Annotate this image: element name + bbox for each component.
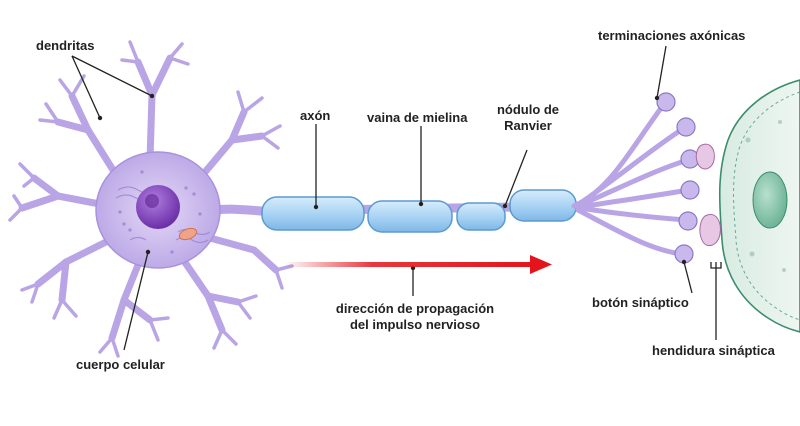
label-nodulo-line-2: Ranvier xyxy=(504,118,552,133)
red-arrow-right xyxy=(284,255,552,274)
label-terminaciones-axonicas: terminaciones axónicas xyxy=(598,28,746,43)
label-nodulo-line-1: nódulo de xyxy=(496,102,560,117)
label-direccion-line-1: dirección de propagación xyxy=(335,301,495,316)
label-hendidura-sinaptica: hendidura sináptica xyxy=(652,343,775,358)
dendrites xyxy=(8,40,294,358)
synaptic-knobs xyxy=(656,92,700,264)
myelin-segment xyxy=(261,196,365,231)
myelin-segment xyxy=(456,202,506,231)
myelin-sheath xyxy=(261,189,577,233)
nucleus xyxy=(136,185,180,229)
nucleolus xyxy=(145,194,159,208)
label-nodulo-de-ranvier: nódulo de Ranvier xyxy=(496,102,560,134)
label-axon: axón xyxy=(300,108,331,123)
label-direccion-de-propagacion: dirección de propagación del impulso ner… xyxy=(330,301,500,333)
label-vaina-de-mielina: vaina de mielina xyxy=(367,110,468,125)
label-boton-sinaptico: botón sináptico xyxy=(592,295,689,310)
label-direccion-line-2: del impulso nervioso xyxy=(349,317,481,332)
myelin-segment xyxy=(367,200,453,233)
axon-terminals xyxy=(571,101,691,257)
label-dendritas: dendritas xyxy=(36,38,95,53)
myelin-segment xyxy=(509,189,577,222)
leader-lines xyxy=(71,45,722,351)
target-nucleus xyxy=(752,171,788,229)
label-cuerpo-celular: cuerpo celular xyxy=(76,357,165,372)
mitochondrion xyxy=(178,227,198,241)
ribosomes xyxy=(118,170,202,254)
receptor-clusters xyxy=(695,143,721,247)
